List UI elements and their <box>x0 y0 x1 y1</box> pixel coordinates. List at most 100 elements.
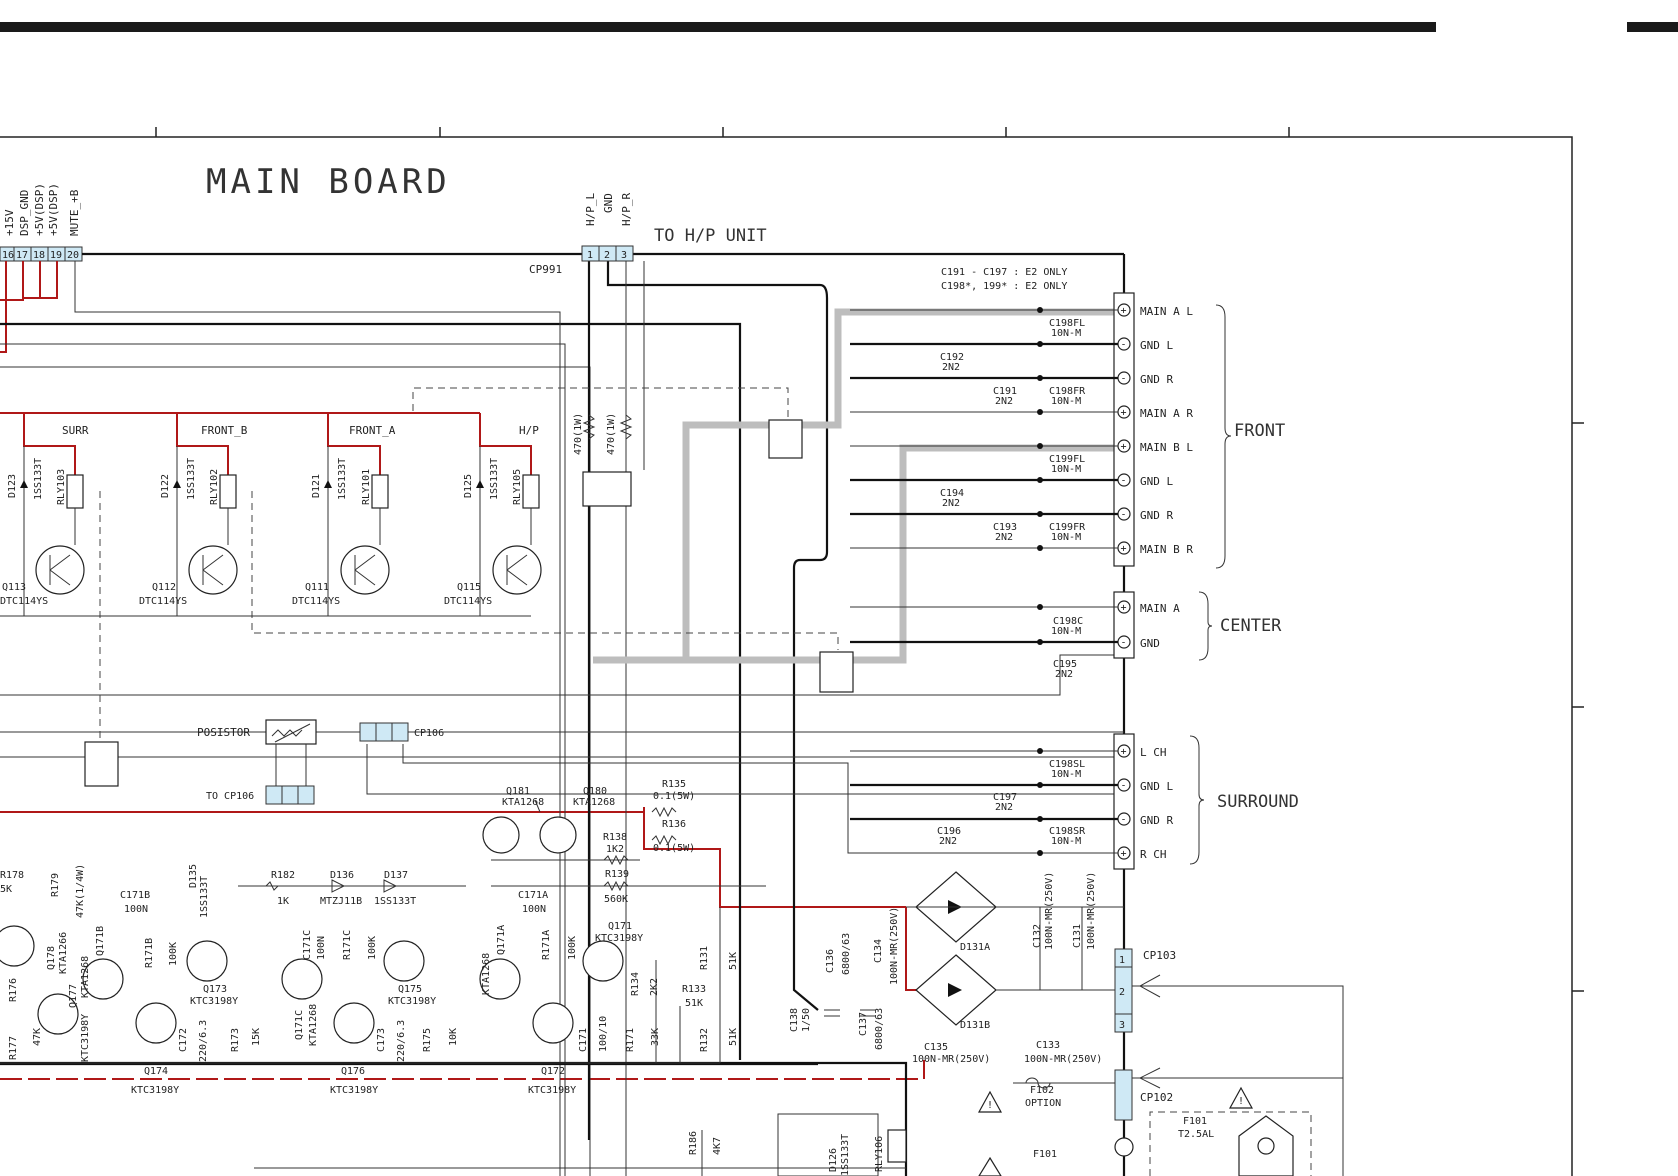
part-ref: C136 <box>825 949 836 973</box>
cap-ref: C198C <box>1053 616 1083 627</box>
part-value: 0.1(5W) <box>653 791 695 802</box>
terminal-label: GND R <box>1140 509 1173 522</box>
connector-pin <box>297 785 315 805</box>
relay-coil <box>66 474 84 509</box>
warning-mark: ! <box>1238 1096 1244 1107</box>
signal-label: DSP_GND <box>18 190 31 236</box>
part-value: 1SS133T <box>199 876 210 918</box>
center-relay-contact <box>819 651 854 693</box>
diode-part: 1SS133T <box>337 458 348 500</box>
terminal-polarity: + <box>1121 544 1127 555</box>
part-ref: C134 <box>873 939 884 963</box>
warning-mark: ! <box>987 1100 993 1111</box>
connector-pin <box>375 722 393 742</box>
terminal-polarity: - <box>1121 510 1127 521</box>
cap-ref: C198SR <box>1049 826 1086 837</box>
aux-relay-box <box>777 1113 879 1176</box>
part-value: 100N-MR(250V) <box>1024 1054 1102 1065</box>
terminal-polarity: - <box>1121 815 1127 826</box>
junction-dot <box>1037 782 1043 788</box>
part-ref: Q171C <box>294 1010 305 1040</box>
cap-ref: C194 <box>940 488 964 499</box>
front-relay-contact <box>768 419 803 459</box>
cap-value: 2N2 <box>1055 669 1073 680</box>
connector-pin <box>265 785 283 805</box>
center-label: CENTER <box>1220 616 1282 636</box>
part-value: 1K2 <box>606 844 624 855</box>
hp-destination: TO H/P UNIT <box>654 226 767 246</box>
part-value: 6800/63 <box>874 1008 885 1050</box>
page-title: MAIN BOARD <box>206 162 451 202</box>
part-ref: R173 <box>230 1028 241 1052</box>
junction-dot <box>1037 604 1043 610</box>
cap-value: 2N2 <box>942 498 960 509</box>
transistor <box>532 1002 574 1044</box>
hp-relay-contact <box>582 471 632 507</box>
connector-pin <box>281 785 299 805</box>
posistor-section: POSISTOR CP106 TO CP106 <box>197 719 444 805</box>
to-cp106-label: TO CP106 <box>206 791 254 802</box>
pin-number: 20 <box>67 250 79 261</box>
diode-ref: D121 <box>311 474 322 498</box>
cp106-label: CP106 <box>414 728 444 739</box>
part-value: KTA1268 <box>481 953 492 995</box>
cap-value: 10N-M <box>1051 464 1081 475</box>
transistor-ref: Q113 <box>2 582 26 593</box>
connector-pin <box>1114 1013 1133 1033</box>
part-ref: C131 <box>1072 924 1083 948</box>
warning-icon <box>978 1156 1002 1176</box>
part-ref: Q175 <box>398 984 422 995</box>
power-section: C136 6800/63 C134 100N-MR(250V) C138 1/5… <box>254 871 1344 1176</box>
part-ref: Q171A <box>496 925 507 955</box>
cap-ref: C199FR <box>1049 522 1086 533</box>
pin-number: 1 <box>1119 955 1125 966</box>
terminal-label: L CH <box>1140 746 1167 759</box>
connector-pin <box>359 722 377 742</box>
pin-number: 2 <box>1119 987 1125 998</box>
cap-value: 10N-M <box>1051 769 1081 780</box>
part-ref: RLY106 <box>874 1136 885 1172</box>
part-value: 220/6.3 <box>198 1020 209 1062</box>
part-ref: C173 <box>376 1028 387 1052</box>
part-ref: Q174 <box>144 1066 168 1077</box>
diode-part: 1SS133T <box>186 458 197 500</box>
junction-dot <box>1037 375 1043 381</box>
part-ref: D131A <box>960 942 990 953</box>
part-ref: R171A <box>541 930 552 960</box>
terminal-block <box>1113 733 1135 870</box>
pin-number: 3 <box>621 250 627 261</box>
note: C191 - C197 : E2 ONLY <box>941 267 1067 278</box>
part-value: KTC3198Y <box>330 1085 378 1096</box>
regulator-section: Q181 KTA1268 Q180 KTA1268 R135 0.1(5W) R… <box>0 779 766 1096</box>
part-value: 100N-MR(250V) <box>1044 872 1055 950</box>
front-terminals: +MAIN A L-GND L-GND R+MAIN A R+MAIN B L-… <box>850 292 1285 569</box>
part-value: 6800/63 <box>841 933 852 975</box>
part-ref: R171 <box>625 1028 636 1052</box>
cap-ref: C192 <box>940 352 964 363</box>
part-value: 100N-MR(250V) <box>912 1054 990 1065</box>
part-value: 100N-MR(250V) <box>1086 872 1097 950</box>
part-ref: F101 <box>1033 1149 1057 1160</box>
cap-value: 10N-M <box>1051 532 1081 543</box>
junction-dot <box>1037 511 1043 517</box>
terminal-label: R CH <box>1140 848 1167 861</box>
part-ref: D135 <box>188 864 199 888</box>
diode-ref: D122 <box>160 474 171 498</box>
relay-coil <box>219 474 237 509</box>
part-value: MTZJ11B <box>320 896 362 907</box>
warning-icon <box>1228 1086 1254 1109</box>
terminal-polarity: + <box>1121 306 1127 317</box>
posistor-label: POSISTOR <box>197 726 250 739</box>
part-value: 1K <box>277 896 289 907</box>
cap-value: 2N2 <box>995 396 1013 407</box>
terminal-polarity: + <box>1121 747 1127 758</box>
diode-ref: D123 <box>7 474 18 498</box>
terminal-polarity: - <box>1121 638 1127 649</box>
part-ref: R182 <box>271 870 295 881</box>
part-ref: R178 <box>0 870 24 881</box>
output-capacitors: C198FL 10N-M C192 2N2 C191 2N2 C198FR 10… <box>937 318 1086 847</box>
part-value: 100K <box>567 936 578 960</box>
part-ref: R176 <box>8 978 19 1002</box>
junction-dot <box>1037 341 1043 347</box>
part-value: 1SS133T <box>374 896 416 907</box>
